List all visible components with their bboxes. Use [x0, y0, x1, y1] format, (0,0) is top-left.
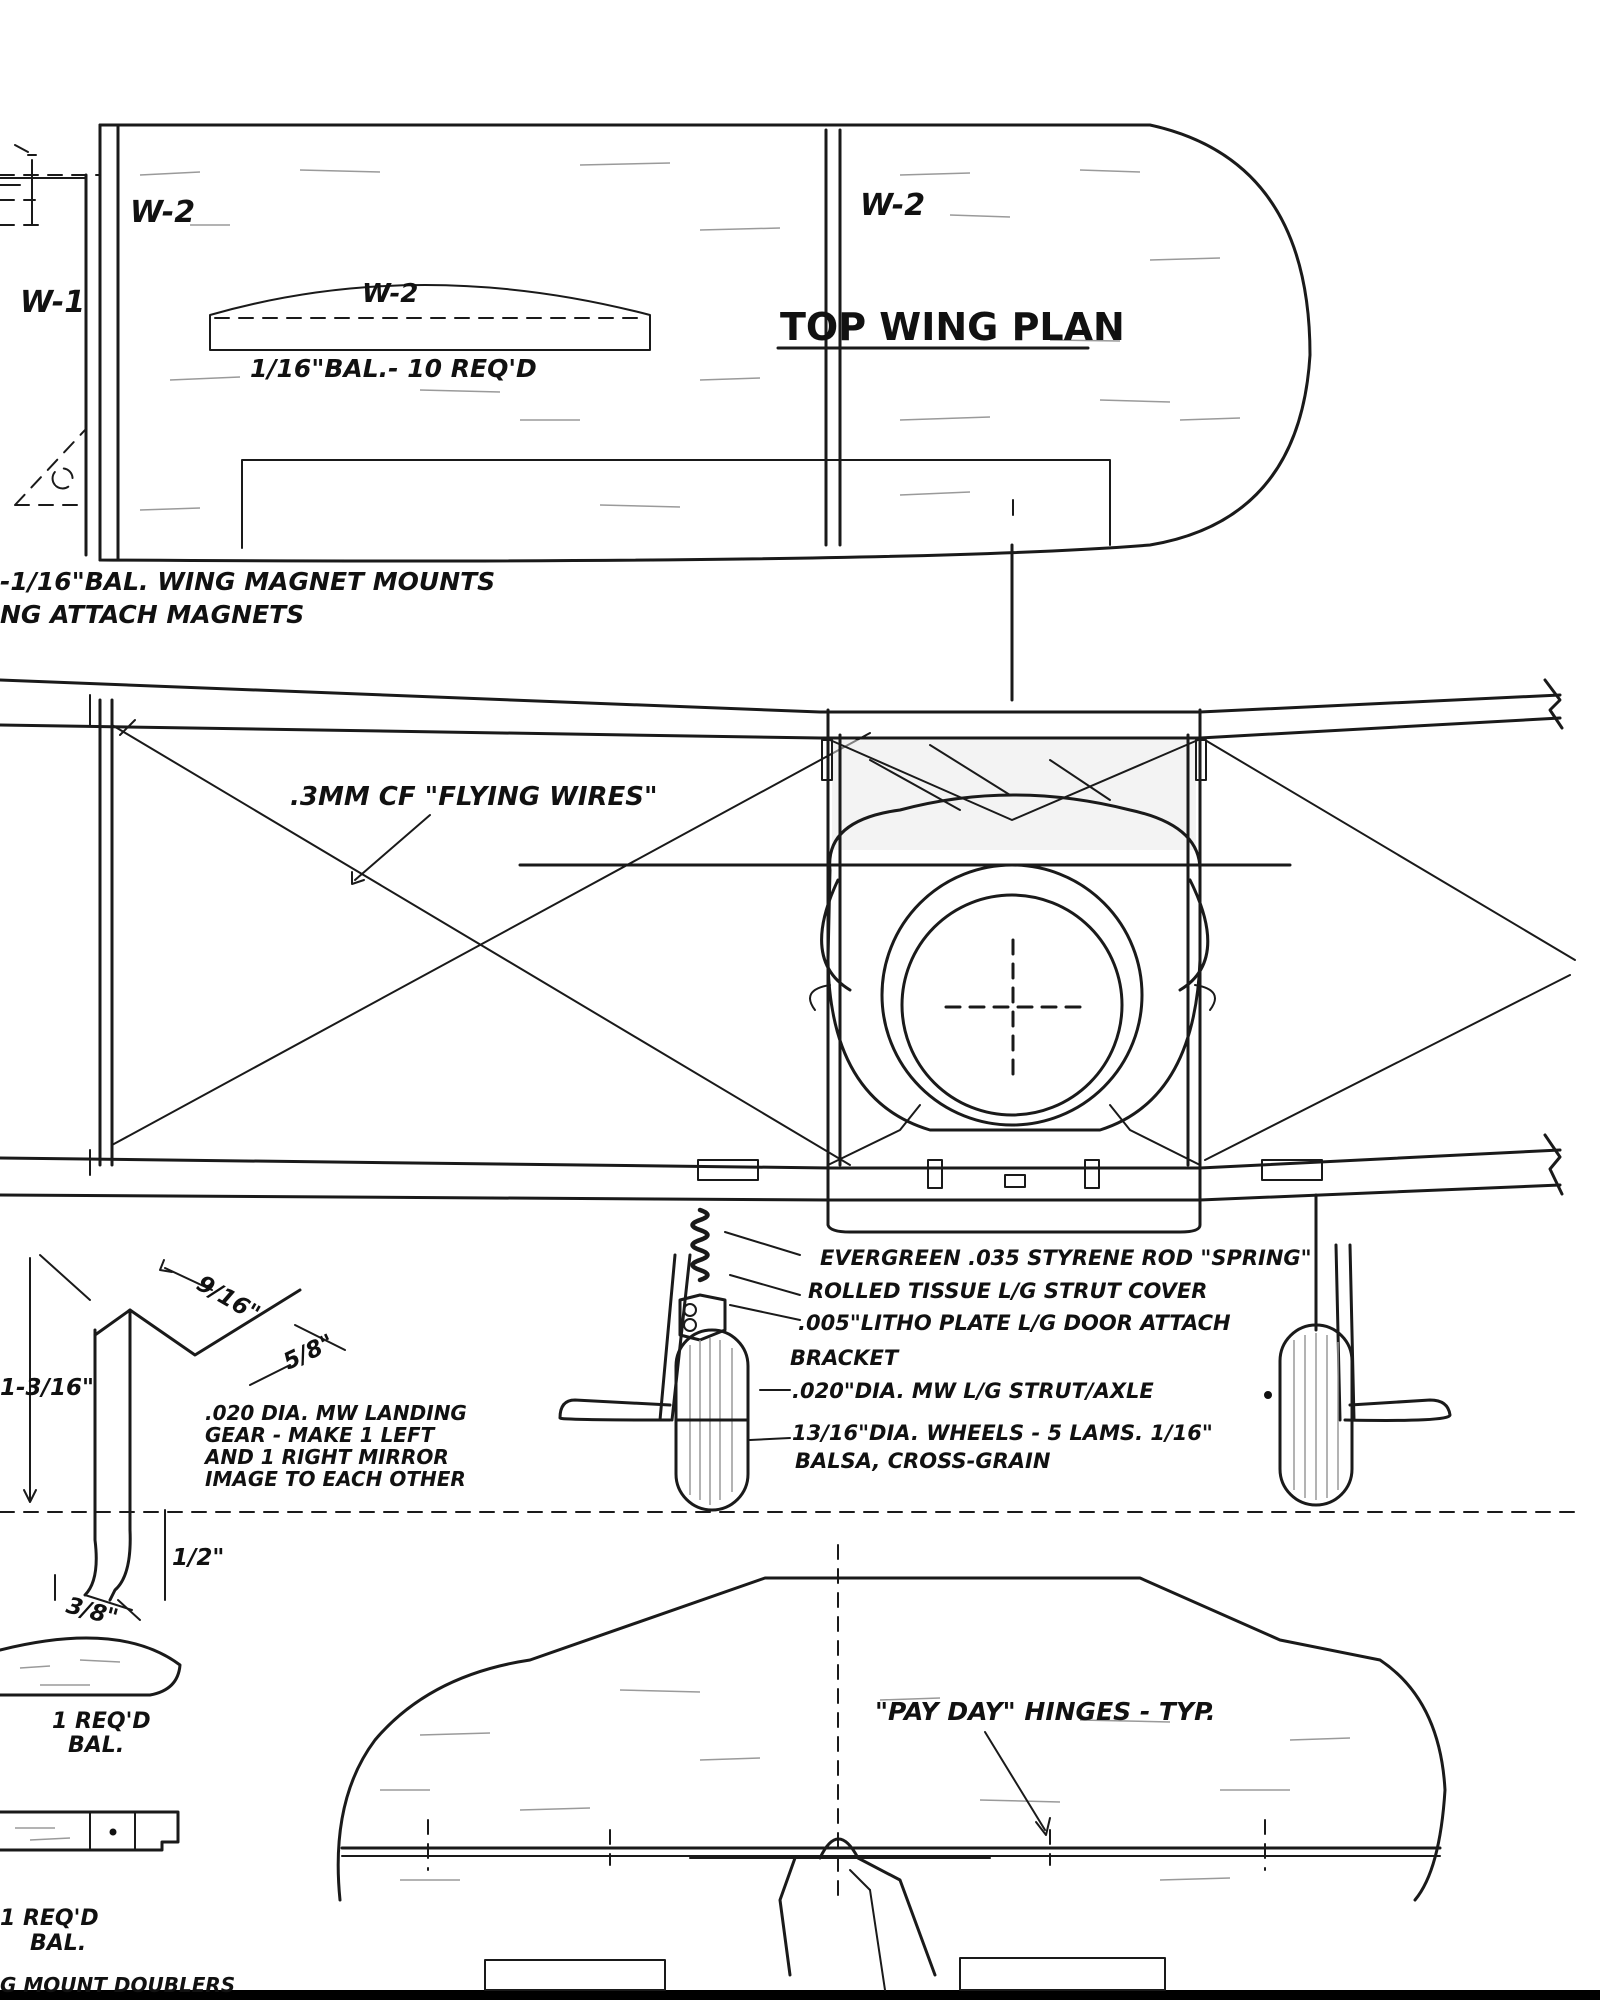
- callout-balsa: BALSA, CROSS-GRAIN: [795, 1449, 1051, 1473]
- rib-label-inner: W-1: [20, 285, 85, 320]
- rib-detail-note: 1/16"BAL.- 10 REQ'D: [250, 354, 537, 383]
- rib-detail-label: W-2: [362, 279, 418, 309]
- fuselage-front: [809, 708, 1216, 1234]
- gear-note-line4: IMAGE TO EACH OTHER: [205, 1467, 466, 1491]
- callout-bracket: BRACKET: [790, 1346, 900, 1370]
- doubler-note: G MOUNT DOUBLERS: [0, 1973, 235, 1997]
- dim-foot: 1/2": [172, 1545, 224, 1571]
- rib-w2-detail: [209, 284, 651, 351]
- flying-wires: [111, 719, 1576, 1166]
- front-view: .3MM CF "FLYING WIRES": [0, 543, 1581, 1513]
- magnet-note-line1: -1/16"BAL. WING MAGNET MOUNTS: [0, 567, 495, 596]
- stabilizer-plan: "PAY DAY" HINGES - TYP.: [336, 1544, 1447, 1991]
- callout-axle: .020"DIA. MW L/G STRUT/AXLE: [792, 1379, 1154, 1403]
- part1-qty: 1 REQ'D: [52, 1709, 151, 1734]
- flying-wires-note: .3MM CF "FLYING WIRES": [290, 782, 658, 812]
- callout-door-bracket: .005"LITHO PLATE L/G DOOR ATTACH: [798, 1311, 1231, 1335]
- spring-rod: [690, 1207, 710, 1283]
- gear-note-line3: AND 1 RIGHT MIRROR: [203, 1445, 449, 1469]
- hinge-note: "PAY DAY" HINGES - TYP.: [875, 1697, 1215, 1726]
- gear-wire-shape: [108, 1308, 132, 1602]
- top-wing-outline: [98, 123, 1312, 563]
- left-landing-gear: [558, 1207, 750, 1512]
- part2-qty: 1 REQ'D: [0, 1906, 99, 1931]
- rib-label-left: W-2: [130, 195, 195, 230]
- top-wing-front-upper: [0, 678, 1562, 714]
- right-landing-gear: [1264, 1193, 1452, 1507]
- propeller-hub: [900, 893, 1124, 1117]
- balsa-part-1: [0, 1636, 182, 1697]
- top-wing-plan: W-2 W-2 W-1 W-2 1/16"BAL.- 10 REQ'D TOP …: [0, 123, 1312, 629]
- lower-wing-front: [0, 1148, 1562, 1170]
- stabilizer-outline: [336, 1576, 1447, 1902]
- gear-note-line2: GEAR - MAKE 1 LEFT: [205, 1423, 436, 1447]
- part2-material: BAL.: [30, 1931, 86, 1956]
- rib-label-right: W-2: [860, 188, 925, 223]
- top-wing-title: TOP WING PLAN: [780, 305, 1125, 349]
- small-parts: 1 REQ'D BAL. 1 REQ'D BAL. G MOUNT DOUBLE…: [0, 1636, 235, 1997]
- cowl-ring: [880, 863, 1144, 1127]
- magnet-note-line2: NG ATTACH MAGNETS: [0, 600, 304, 629]
- right-wheel: [1278, 1323, 1354, 1507]
- part1-material: BAL.: [68, 1733, 124, 1758]
- gear-callouts: EVERGREEN .035 STYRENE ROD "SPRING" ROLL…: [724, 1231, 1312, 1473]
- callout-strut-cover: ROLLED TISSUE L/G STRUT COVER: [808, 1279, 1207, 1303]
- gear-note-line1: .020 DIA. MW LANDING: [205, 1401, 467, 1425]
- callout-spring: EVERGREEN .035 STYRENE ROD "SPRING": [820, 1246, 1312, 1270]
- dim-height: 1-3/16": [0, 1375, 94, 1401]
- callout-wheels: 13/16"DIA. WHEELS - 5 LAMS. 1/16": [792, 1421, 1213, 1445]
- engine-cowling: [826, 793, 1202, 1132]
